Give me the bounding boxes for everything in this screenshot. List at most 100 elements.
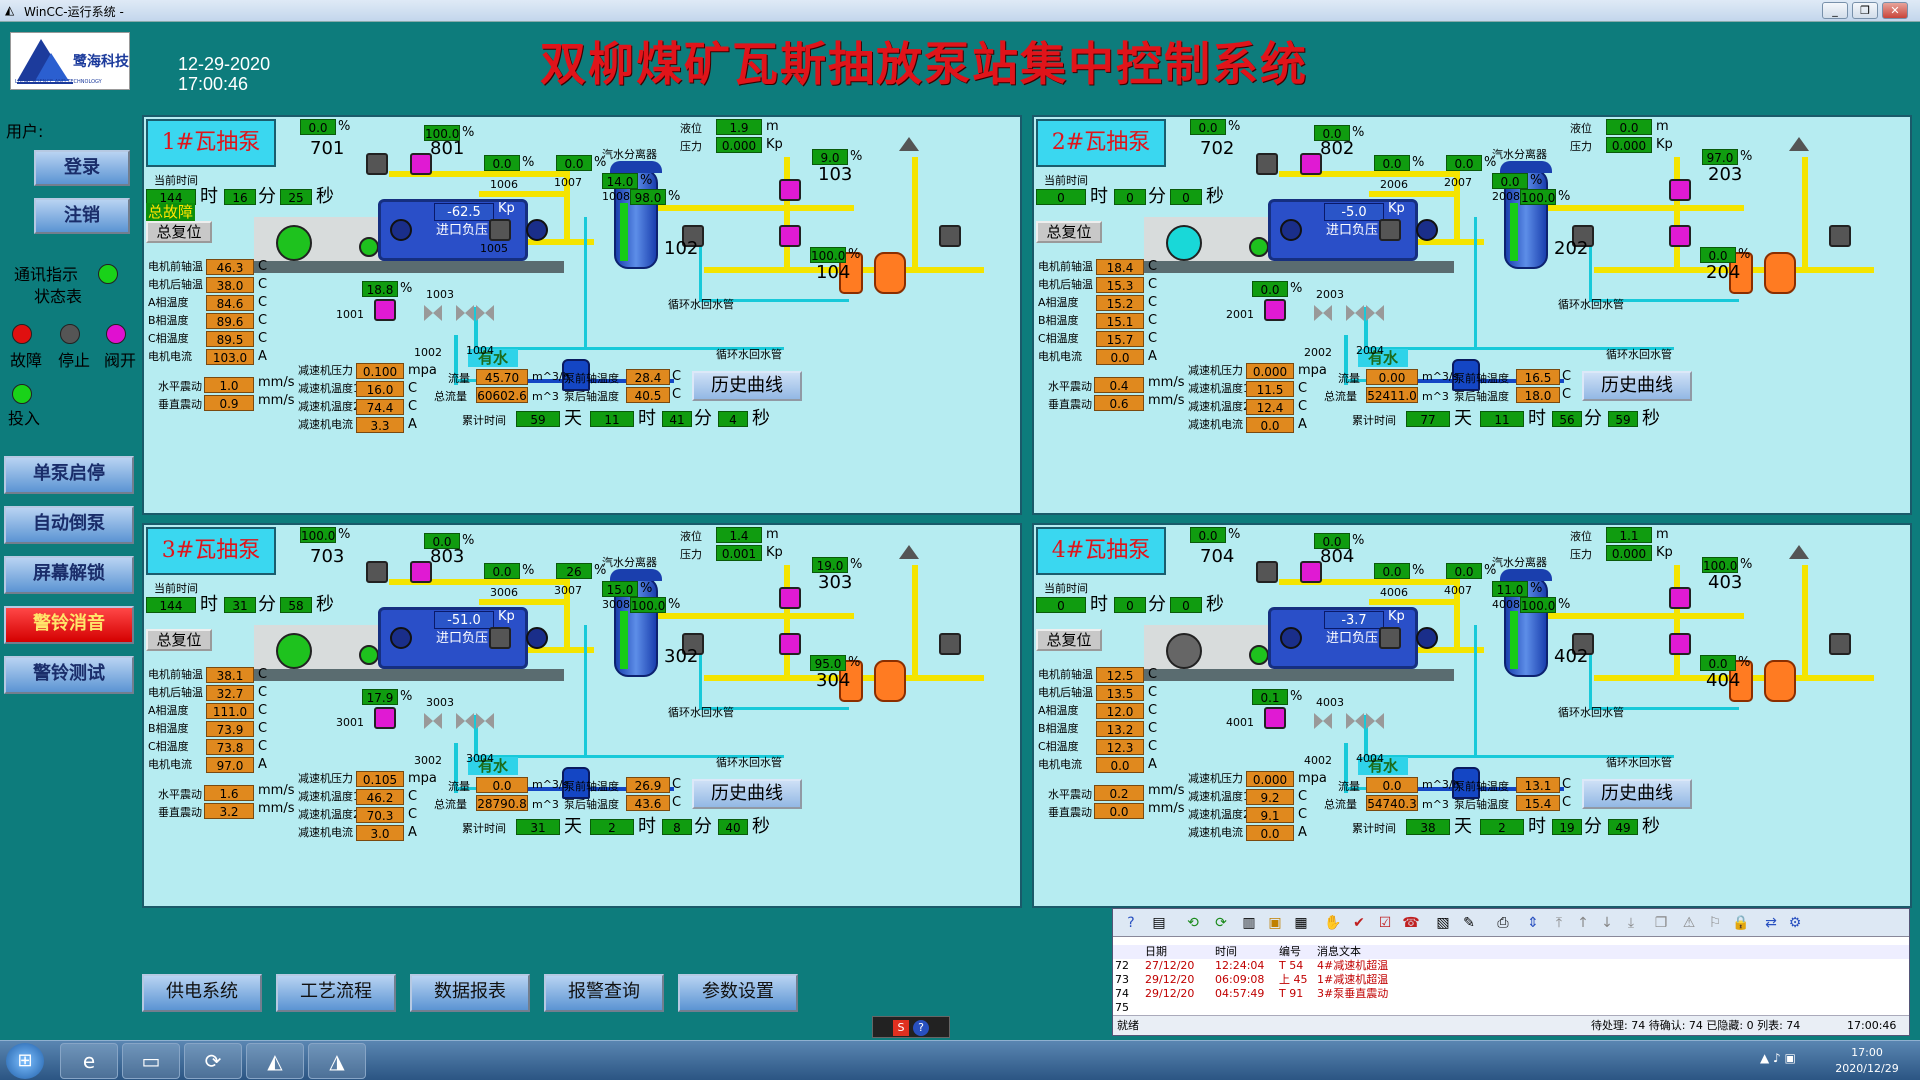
history-curve-button[interactable]: 历史曲线 [692, 779, 802, 809]
single-pump-start-button[interactable]: 单泵启停 [4, 456, 134, 494]
acknowledge-single-icon[interactable]: ✔ [1353, 915, 1365, 931]
help-icon[interactable]: ? [1127, 915, 1135, 931]
valve-104[interactable] [1829, 225, 1851, 247]
valve-out[interactable] [1669, 179, 1691, 201]
history-list-icon[interactable]: ⟳ [1215, 915, 1227, 931]
help-icon[interactable]: ? [913, 1020, 929, 1036]
data-report-button[interactable]: 数据报表 [410, 974, 530, 1012]
archive-list-icon[interactable]: ▥ [1242, 915, 1256, 931]
valve-102[interactable] [779, 225, 801, 247]
parameter-settings-button[interactable]: 参数设置 [678, 974, 798, 1012]
valve-out[interactable] [1669, 587, 1691, 609]
explorer-taskbar-icon[interactable]: ▭ [122, 1043, 180, 1079]
sort-icon[interactable]: ⇕ [1527, 915, 1539, 931]
valve-e[interactable] [374, 299, 396, 321]
valve-f-icon[interactable] [424, 305, 442, 321]
valve-104[interactable] [939, 633, 961, 655]
filter-icon[interactable]: ⚠ [1682, 915, 1696, 931]
last-message-icon[interactable]: ⤓ [1627, 915, 1635, 931]
valve-102[interactable] [779, 633, 801, 655]
valve-104[interactable] [939, 225, 961, 247]
valve-102[interactable] [1669, 225, 1691, 247]
auto-switch-pump-button[interactable]: 自动倒泵 [4, 506, 134, 544]
ime-toolbar[interactable]: S ? [872, 1016, 950, 1038]
valve-701[interactable] [1256, 153, 1278, 175]
valve-a[interactable] [1379, 627, 1401, 649]
ie-taskbar-icon[interactable]: e [60, 1043, 118, 1079]
circulating-pump[interactable] [1452, 359, 1480, 391]
valve-h-icon[interactable] [456, 713, 474, 729]
valve-out[interactable] [779, 179, 801, 201]
valve-f-icon[interactable] [424, 713, 442, 729]
minimize-button[interactable]: _ [1822, 2, 1848, 19]
history-curve-button[interactable]: 历史曲线 [1582, 371, 1692, 401]
valve-a[interactable] [489, 219, 511, 241]
message-list-icon[interactable]: ⟲ [1187, 915, 1199, 931]
start-button[interactable]: ⊞ [6, 1043, 44, 1079]
valve-c[interactable] [1572, 225, 1594, 247]
info-text-icon[interactable]: ▧ [1436, 915, 1450, 931]
valve-c[interactable] [1572, 633, 1594, 655]
close-button[interactable]: ✕ [1882, 2, 1908, 19]
next-message-icon[interactable]: ↓ [1601, 915, 1613, 931]
reset-all-button[interactable]: 总复位 [146, 221, 212, 243]
tray-icons[interactable]: ▲ ♪ ▣ [1760, 1051, 1796, 1065]
valve-e[interactable] [1264, 299, 1286, 321]
valve-801[interactable] [1300, 561, 1322, 583]
dialog-icon[interactable]: ▤ [1152, 915, 1166, 931]
alarm-query-button[interactable]: 报警查询 [544, 974, 664, 1012]
valve-a[interactable] [1379, 219, 1401, 241]
process-flow-button[interactable]: 工艺流程 [276, 974, 396, 1012]
valve-h-icon[interactable] [1346, 305, 1364, 321]
tray-clock[interactable]: 17:00 2020/12/29 [1818, 1045, 1916, 1077]
settings-icon[interactable]: ⚙ [1788, 915, 1802, 931]
hide-icon[interactable]: ⚐ [1708, 915, 1722, 931]
alarm-row[interactable]: 75 [1113, 1001, 1909, 1015]
valve-h-icon[interactable] [456, 305, 474, 321]
alarm-mute-button[interactable]: 警铃消音 [4, 606, 134, 644]
valve-701[interactable] [366, 153, 388, 175]
valve-h2-icon[interactable] [1366, 305, 1384, 321]
valve-f-icon[interactable] [1314, 713, 1332, 729]
print-icon[interactable]: ⎙ [1497, 915, 1509, 931]
wincc-taskbar-icon[interactable]: ◭ [246, 1043, 304, 1079]
valve-104[interactable] [1829, 633, 1851, 655]
maximize-button[interactable]: ❐ [1852, 2, 1878, 19]
lock-icon[interactable]: ✋ [1324, 915, 1342, 931]
logout-button[interactable]: 注销 [34, 198, 130, 234]
circulating-pump[interactable] [562, 359, 590, 391]
valve-801[interactable] [410, 153, 432, 175]
valve-701[interactable] [366, 561, 388, 583]
circulating-pump[interactable] [1452, 767, 1480, 799]
reset-all-button[interactable]: 总复位 [1036, 629, 1102, 651]
reset-all-button[interactable]: 总复位 [1036, 221, 1102, 243]
valve-h2-icon[interactable] [476, 305, 494, 321]
valve-h2-icon[interactable] [476, 713, 494, 729]
lock-toggle-icon[interactable]: 🔒 [1732, 915, 1750, 931]
circulating-pump[interactable] [562, 767, 590, 799]
valve-c[interactable] [682, 225, 704, 247]
lock-list-icon[interactable]: ▣ [1268, 915, 1282, 931]
ime-sogou-icon[interactable]: S [893, 1020, 909, 1036]
valve-e[interactable] [1264, 707, 1286, 729]
login-button[interactable]: 登录 [34, 150, 130, 186]
valve-f-icon[interactable] [1314, 305, 1332, 321]
valve-102[interactable] [1669, 633, 1691, 655]
alarm-row[interactable]: 72 27/12/20 12:24:04 T 54 4#减速机超温 [1113, 959, 1909, 973]
power-supply-button[interactable]: 供电系统 [142, 974, 262, 1012]
statistics-icon[interactable]: ▦ [1294, 915, 1308, 931]
valve-h-icon[interactable] [1346, 713, 1364, 729]
alarm-test-button[interactable]: 警铃测试 [4, 656, 134, 694]
comment-icon[interactable]: ✎ [1463, 915, 1475, 931]
horn-icon[interactable]: ☎ [1402, 915, 1420, 931]
valve-out[interactable] [779, 587, 801, 609]
valve-e[interactable] [374, 707, 396, 729]
refresh-taskbar-icon[interactable]: ⟳ [184, 1043, 242, 1079]
history-curve-button[interactable]: 历史曲线 [692, 371, 802, 401]
valve-a[interactable] [489, 627, 511, 649]
valve-701[interactable] [1256, 561, 1278, 583]
reset-all-button[interactable]: 总复位 [146, 629, 212, 651]
export-icon[interactable]: ⇄ [1765, 915, 1777, 931]
acknowledge-group-icon[interactable]: ☑ [1378, 915, 1392, 931]
first-message-icon[interactable]: ⤒ [1555, 915, 1563, 931]
